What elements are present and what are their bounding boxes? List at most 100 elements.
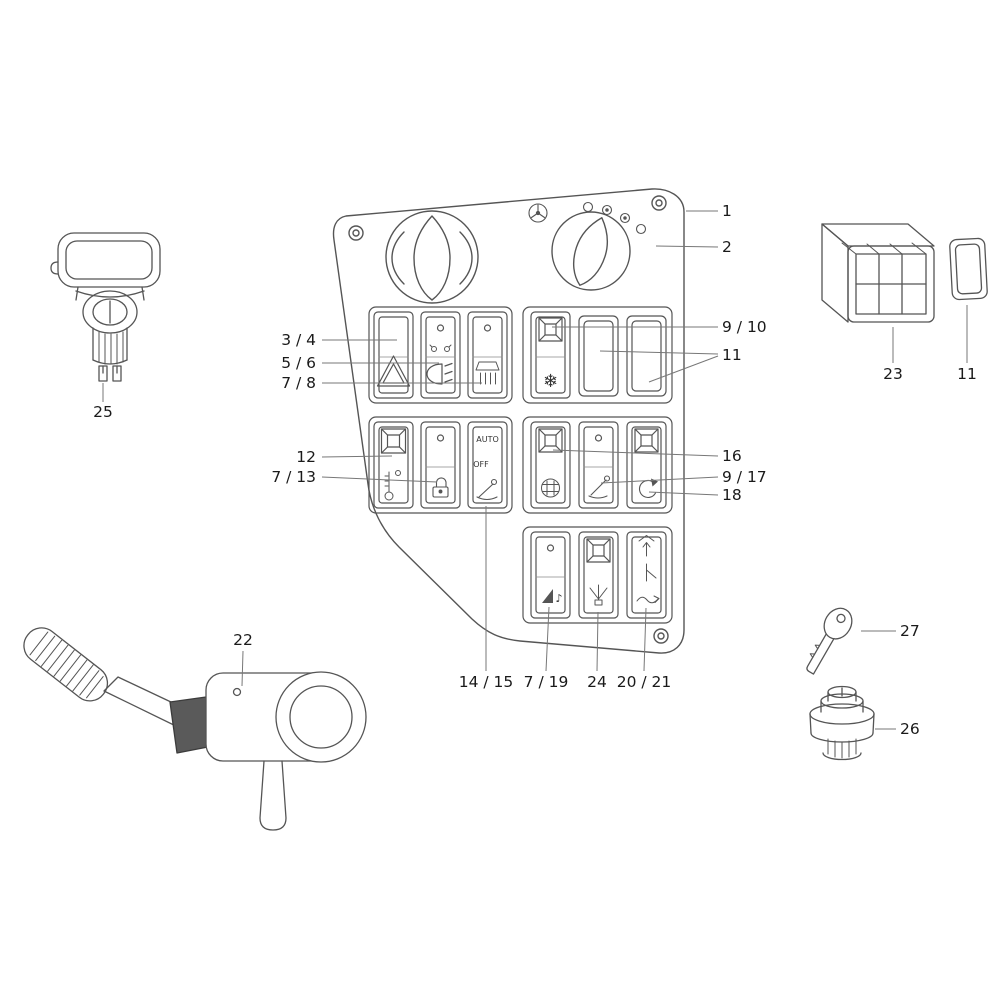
indicator-dot bbox=[436, 324, 445, 332]
speed-dot-icon bbox=[619, 212, 631, 224]
socket-barrel-ribs bbox=[98, 331, 124, 365]
switch-block-top-right bbox=[522, 306, 673, 404]
fan-speed-dial bbox=[551, 211, 631, 291]
horn-icon bbox=[542, 589, 553, 603]
control-panel bbox=[332, 188, 685, 654]
socket-body bbox=[82, 290, 138, 334]
button-cap bbox=[586, 538, 611, 563]
dial-knob bbox=[572, 217, 609, 286]
spray-icon bbox=[589, 584, 608, 606]
leader-line bbox=[241, 650, 244, 687]
horn-switch bbox=[530, 531, 571, 619]
callout-7-13: 7 / 13 bbox=[271, 468, 316, 486]
indicator-dot bbox=[436, 434, 445, 442]
leader-line bbox=[596, 611, 599, 672]
lid-latch bbox=[50, 261, 59, 275]
callout-23: 23 bbox=[883, 365, 903, 383]
worklight-icon bbox=[475, 361, 500, 385]
thermometer-icon bbox=[384, 470, 401, 501]
callout-11: 11 bbox=[722, 346, 742, 364]
lever-pivot-outer bbox=[275, 671, 367, 763]
aircon-switch bbox=[530, 311, 571, 399]
callout-7-19: 7 / 19 bbox=[524, 673, 569, 691]
leader-line bbox=[648, 355, 719, 383]
indicator-dot bbox=[594, 434, 603, 442]
callout-25: 25 bbox=[93, 403, 113, 421]
ignition-switch bbox=[809, 685, 875, 761]
position-lights-icon bbox=[429, 344, 452, 352]
leader-line bbox=[600, 476, 719, 484]
callout-27: 27 bbox=[900, 622, 920, 640]
raise-arrow-icon bbox=[638, 535, 655, 557]
callout-18: 18 bbox=[722, 486, 742, 504]
fan-icon bbox=[528, 203, 548, 223]
callout-3-4: 3 / 4 bbox=[281, 331, 316, 349]
callout-5-6: 5 / 6 bbox=[281, 354, 316, 372]
callout-leaders bbox=[102, 210, 968, 730]
worklight-switch bbox=[467, 311, 508, 399]
horn-note-icon: ♪ bbox=[555, 592, 562, 605]
screw-hole bbox=[348, 225, 364, 241]
speed-dot-icon bbox=[582, 201, 594, 213]
switch-block-mid-left bbox=[368, 416, 513, 514]
switch-block-mid-right bbox=[522, 416, 673, 514]
lock-switch bbox=[420, 421, 461, 509]
vent-dial bbox=[385, 210, 479, 304]
callout-11-right: 11 bbox=[957, 365, 977, 383]
ignition-flange bbox=[809, 703, 875, 725]
leader-line bbox=[545, 606, 550, 672]
callout-7-8: 7 / 8 bbox=[281, 374, 316, 392]
socket-lid bbox=[57, 232, 161, 288]
key-blade bbox=[806, 633, 835, 675]
leader-line bbox=[599, 350, 719, 355]
button-cap bbox=[634, 428, 659, 453]
callout-22: 22 bbox=[233, 631, 253, 649]
speed-dot-icon bbox=[635, 223, 647, 235]
defrost-icon bbox=[541, 478, 560, 498]
auto-label: AUTO bbox=[476, 435, 499, 444]
lever-pivot-inner bbox=[289, 685, 353, 749]
switch-block-bottom bbox=[522, 526, 673, 624]
sprayer-switch bbox=[578, 531, 619, 619]
wiper-lever-icon bbox=[476, 478, 498, 501]
key-head bbox=[823, 607, 853, 640]
callout-20-21: 20 / 21 bbox=[617, 673, 672, 691]
multi-position-switch bbox=[626, 531, 667, 619]
leader-line bbox=[321, 476, 438, 483]
ignition-key bbox=[806, 607, 853, 675]
ignition-terminals bbox=[827, 738, 857, 759]
leader-line bbox=[655, 245, 719, 248]
switch-block-top-left bbox=[368, 306, 513, 404]
callout-16: 16 bbox=[722, 447, 742, 465]
lever-stem bbox=[259, 760, 287, 831]
leader-line bbox=[648, 491, 719, 496]
screw-hole bbox=[653, 628, 669, 644]
indicator-dot bbox=[483, 324, 492, 332]
push-button-switch bbox=[373, 421, 414, 509]
lights-switch bbox=[420, 311, 461, 399]
switch-housing bbox=[821, 223, 935, 323]
callout-9-17: 9 / 17 bbox=[722, 468, 767, 486]
control-lever bbox=[23, 627, 367, 831]
leader-line bbox=[552, 449, 719, 457]
leader-line bbox=[643, 607, 647, 672]
callout-9-10: 9 / 10 bbox=[722, 318, 767, 336]
callout-12: 12 bbox=[296, 448, 316, 466]
auto-off-switch bbox=[467, 421, 508, 509]
button-cap bbox=[538, 428, 563, 453]
leader-line bbox=[321, 455, 393, 458]
callout-26: 26 bbox=[900, 720, 920, 738]
callout-14-15: 14 / 15 bbox=[459, 673, 514, 691]
blank-plate bbox=[626, 315, 667, 397]
dial-position-icons bbox=[528, 201, 647, 235]
float-icon bbox=[636, 595, 660, 604]
socket-terminals bbox=[98, 365, 122, 382]
button-cap bbox=[380, 428, 407, 454]
aircon-snowflake-icon: ❄ bbox=[543, 371, 558, 392]
hazard-switch bbox=[373, 311, 414, 399]
blank-plate bbox=[578, 315, 619, 397]
speed-dot-icon bbox=[601, 204, 613, 216]
defrost-switch bbox=[530, 421, 571, 509]
